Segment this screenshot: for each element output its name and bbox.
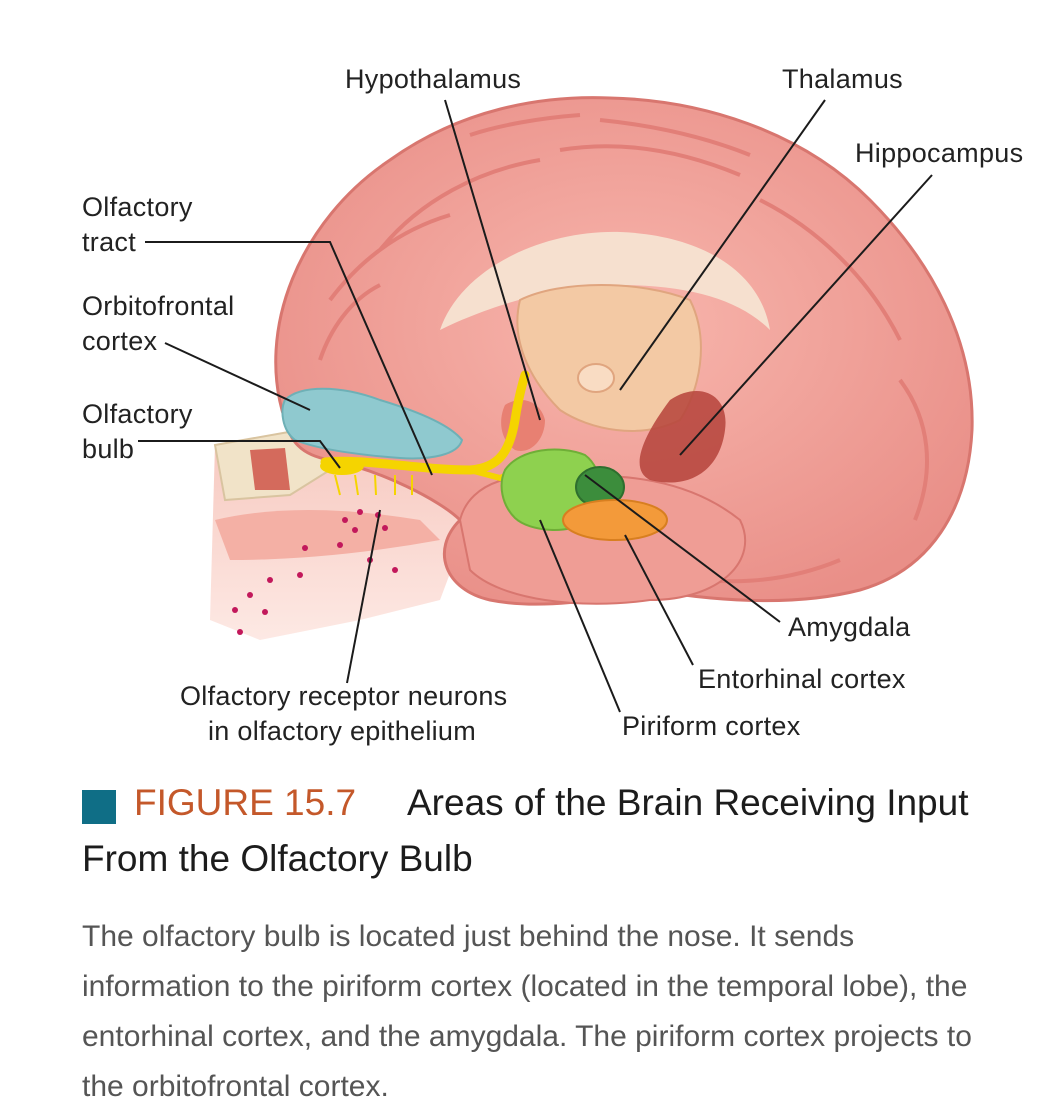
- leader-olfactory-tract: [145, 241, 433, 476]
- leader-piriform: [539, 519, 621, 713]
- leader-amygdala: [584, 474, 781, 623]
- label-olfactory-tract-1: Olfactory: [82, 192, 193, 222]
- figure-description: The olfactory bulb is located just behin…: [82, 920, 972, 1103]
- inner-structures: [440, 231, 770, 483]
- label-receptor-neurons-2: in olfactory epithelium: [208, 716, 476, 746]
- leader-olfactory-bulb: [138, 440, 341, 469]
- leader-orbitofrontal: [164, 342, 311, 411]
- entorhinal-cortex: [562, 499, 668, 541]
- label-olfactory-bulb-1: Olfactory: [82, 399, 193, 429]
- label-hippocampus: Hippocampus: [855, 138, 1023, 168]
- label-amygdala: Amygdala: [788, 612, 911, 642]
- leader-lines: [138, 99, 933, 713]
- leader-hippocampus: [679, 174, 933, 456]
- label-olfactory-tract-2: tract: [82, 227, 136, 257]
- figure-number: FIGURE 15.7: [134, 782, 357, 823]
- leader-entorhinal: [624, 534, 694, 666]
- label-thalamus: Thalamus: [782, 64, 903, 94]
- figure-title-line-2: From the Olfactory Bulb: [82, 838, 473, 879]
- receptor-neuron-dots: [232, 509, 398, 635]
- label-entorhinal-cortex: Entorhinal cortex: [698, 664, 906, 694]
- figure-marker-square: [82, 790, 116, 824]
- nasal-cavity: [210, 428, 470, 640]
- leader-thalamus: [619, 99, 826, 391]
- olfactory-brain-diagram: Hypothalamus Thalamus Hippocampus Olfact…: [82, 64, 1023, 746]
- label-orbitofrontal-1: Orbitofrontal: [82, 291, 234, 321]
- leader-receptor-neurons: [346, 509, 381, 684]
- figure-title-line-1: Areas of the Brain Receiving Input: [407, 782, 969, 823]
- label-receptor-neurons-1: Olfactory receptor neurons: [180, 681, 507, 711]
- label-olfactory-bulb-2: bulb: [82, 434, 134, 464]
- label-orbitofrontal-2: cortex: [82, 326, 158, 356]
- hippocampus: [639, 391, 726, 483]
- label-piriform-cortex: Piriform cortex: [622, 711, 801, 741]
- leader-hypothalamus: [444, 99, 541, 421]
- label-hypothalamus: Hypothalamus: [345, 64, 521, 94]
